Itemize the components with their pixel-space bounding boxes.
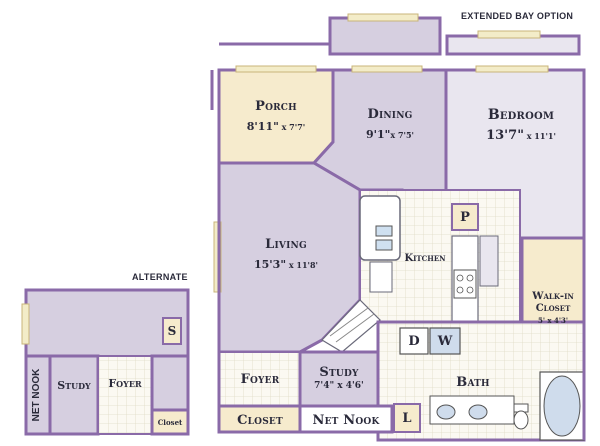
dining-label: Dining 9'1"x 7'5': [352, 108, 428, 141]
bedroom-name: Bedroom: [487, 107, 555, 123]
alt-study-label: Study: [57, 379, 91, 392]
dining-name: Dining: [367, 107, 413, 122]
dryer: [399, 327, 429, 355]
study-dims: 7'4" x 4'6': [314, 381, 364, 391]
alt-storage-label: S: [167, 324, 177, 338]
living-dims: 15'3" x 11'8': [254, 258, 318, 271]
porch-dims: 8'11" x 7'7': [246, 120, 306, 133]
alt-study-area: [48, 354, 100, 436]
kitchen-label: Kitchen: [404, 253, 446, 264]
alt-closet-label: Closet: [157, 418, 183, 427]
sink-icon: [375, 225, 393, 237]
walkin-closet-label: Walk-in Closet 5' x 4'3': [524, 291, 582, 325]
pantry: [451, 203, 479, 231]
sink-icon: [436, 404, 456, 420]
porch-name: Porch: [255, 99, 297, 114]
entry-closet: [321, 299, 381, 353]
alt-foyer-label: Foyer: [108, 377, 142, 390]
walkin-dims: 5' x 4'3': [537, 316, 569, 325]
alt-foyer-area: [97, 355, 153, 435]
alt-closet-area: [150, 408, 190, 436]
extended-bay-option: [219, 13, 581, 56]
living-label: Living 15'3" x 11'8': [244, 238, 328, 271]
alt-net-nook-label: NET NOOK: [31, 368, 42, 422]
living-name: Living: [265, 237, 307, 252]
alternate-layout: [21, 288, 190, 436]
dining-dims: 9'1"x 7'5': [366, 128, 414, 141]
dryer-label: D: [408, 333, 420, 349]
fridge: [479, 235, 499, 287]
extended-bay-option-label: EXTENDED BAY OPTION: [461, 11, 574, 21]
bedroom-label: Bedroom 13'7" x 11'1': [476, 108, 566, 142]
walkin-name-1: Walk-in: [532, 291, 574, 302]
study-label: Study 7'4" x 4'6': [302, 366, 376, 391]
pantry-label: P: [460, 209, 470, 225]
alternate-label: ALTERNATE: [132, 272, 188, 282]
bedroom-dims: 13'7" x 11'1': [486, 128, 556, 143]
walkin-name-2: Closet: [535, 303, 571, 314]
closet-label: Closet: [237, 413, 283, 428]
net-nook-label: Net Nook: [312, 413, 380, 428]
linen-label: L: [402, 410, 412, 426]
bath-label: Bath: [456, 375, 490, 390]
washer-label: W: [437, 333, 453, 349]
linen: [393, 403, 421, 433]
washer: [429, 327, 461, 355]
net-nook-area: [298, 404, 394, 434]
stove-icon: [453, 269, 477, 299]
toilet-icon: [513, 403, 529, 430]
foyer-label: Foyer: [240, 372, 280, 387]
study-name: Study: [319, 365, 359, 380]
porch-label: Porch 8'11" x 7'7': [236, 100, 316, 133]
alt-storage: [162, 317, 182, 345]
